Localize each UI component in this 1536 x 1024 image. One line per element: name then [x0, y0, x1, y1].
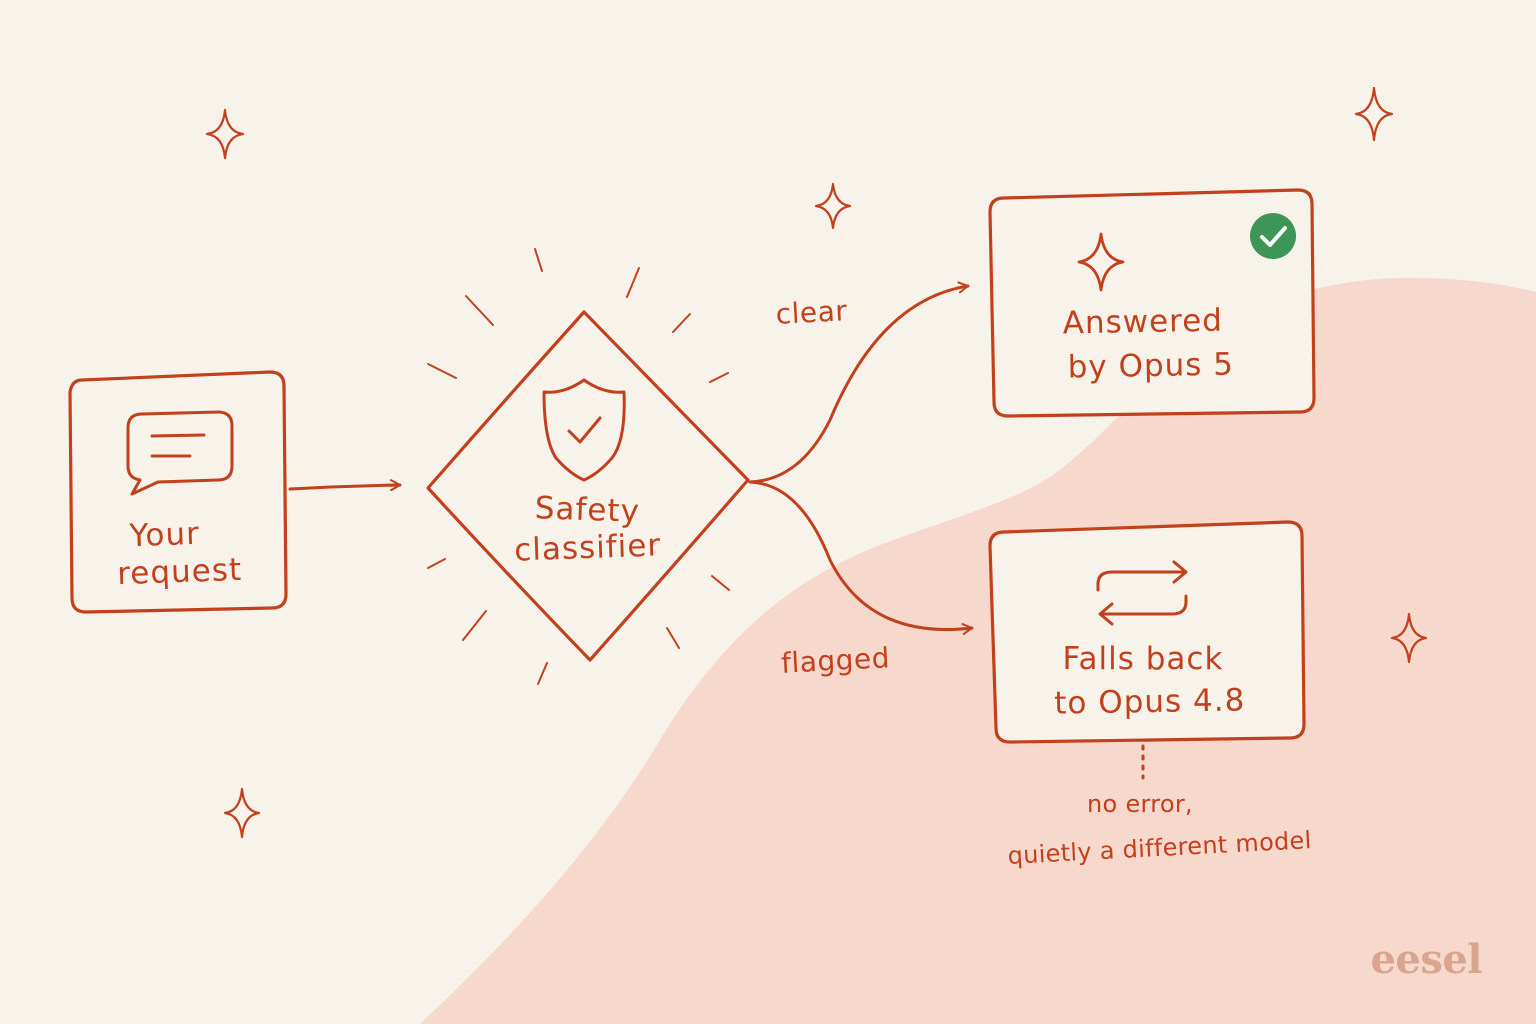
request-box: [68, 370, 288, 614]
check-circle-icon: [1250, 213, 1296, 259]
classifier-label-line2: classifier: [514, 527, 662, 568]
request-label-line1: Your: [128, 516, 200, 554]
background-blob: [420, 277, 1536, 1024]
request-label-line2: request: [117, 552, 243, 592]
arrow-request-to-classifier: [288, 479, 402, 492]
arrow-flagged: [748, 480, 974, 636]
edge-label-clear: clear: [775, 294, 848, 331]
classifier-node: Safety classifier: [426, 248, 750, 685]
request-node: Your request: [68, 370, 288, 614]
classifier-diamond: [426, 310, 750, 662]
answered-node: Answered by Opus 5: [988, 188, 1316, 418]
fallback-label-line1: Falls back: [1063, 641, 1224, 677]
classifier-label-line1: Safety: [534, 490, 640, 530]
eesel-logo: eesel: [1370, 936, 1482, 983]
arrow-clear: [748, 281, 970, 484]
note-line1: no error,: [1087, 790, 1193, 818]
answered-label-line2: by Opus 5: [1067, 347, 1234, 386]
radiating-lines: [427, 248, 730, 685]
answered-label-line1: Answered: [1062, 303, 1223, 342]
fallback-box: [988, 520, 1306, 744]
sparkle-icon: [205, 108, 245, 160]
edge-label-flagged: flagged: [780, 641, 890, 680]
sparkle-icon: [814, 182, 852, 230]
shield-check-icon: [542, 378, 626, 482]
swap-arrows-icon: [1096, 560, 1188, 626]
sparkle-icon: [1077, 232, 1125, 292]
fallback-label-line2: to Opus 4.8: [1054, 682, 1246, 721]
answered-box: [988, 188, 1316, 418]
fallback-node: Falls back to Opus 4.8: [988, 520, 1306, 744]
sparkle-icon: [1390, 612, 1428, 664]
sparkle-icon: [1354, 86, 1394, 142]
sparkle-icon: [223, 787, 261, 839]
chat-bubble-icon: [126, 410, 234, 496]
